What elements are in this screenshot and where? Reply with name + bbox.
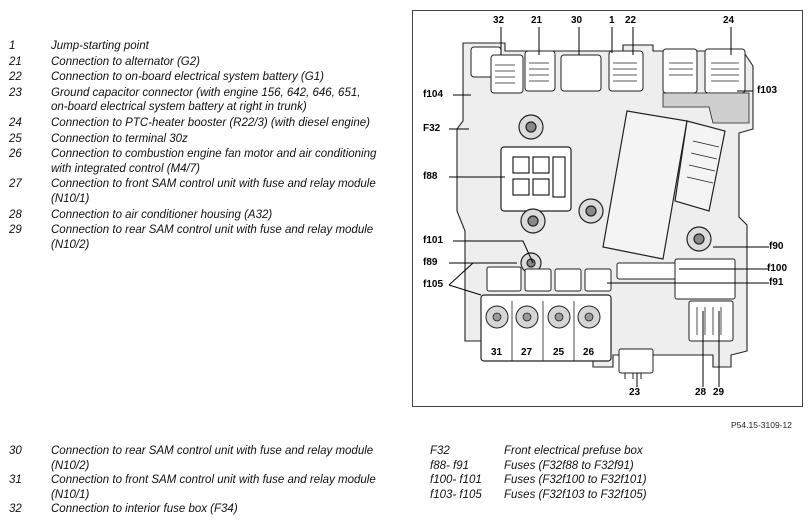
legend-row: 1 Jump-starting point	[9, 39, 379, 54]
terminal-27-label: 27	[521, 347, 533, 358]
legend-row: f103- f105 Fuses (F32f103 to F32f105)	[430, 488, 760, 503]
callout-f91: f91	[769, 277, 784, 288]
legend-text: Connection to front SAM control unit wit…	[51, 474, 376, 501]
callout-1: 1	[609, 15, 615, 26]
callout-f90: f90	[769, 241, 784, 252]
legend-text: Connection to interior fuse box (F34)	[51, 503, 238, 516]
callout-f105: f105	[423, 279, 444, 290]
legend-text: Fuses (F32f88 to F32f91)	[504, 459, 634, 472]
legend-row: 23 Ground capacitor connector (with engin…	[9, 86, 379, 115]
legend-row: 27 Connection to front SAM control unit w…	[9, 177, 379, 206]
figure-code: P54.15-3109-12	[731, 420, 792, 430]
legend-number: 30	[9, 445, 22, 457]
callout-f89: f89	[423, 257, 438, 268]
callout-29: 29	[713, 387, 725, 398]
legend-text: Front electrical prefuse box	[504, 445, 643, 457]
callout-f103: f103	[757, 85, 778, 96]
legend-row: 21 Connection to alternator (G2)	[9, 55, 379, 70]
callout-F32: F32	[423, 123, 441, 134]
legend-code: f100- f101	[430, 474, 482, 487]
legend-text: Connection to on-board electrical system…	[51, 71, 324, 84]
terminal-26-label: 26	[583, 347, 595, 358]
legend-text: Connection to front SAM control unit wit…	[51, 178, 376, 205]
callout-32: 32	[493, 15, 505, 26]
legend-number: 21	[9, 55, 22, 68]
legend-bottom: 30 Connection to rear SAM control unit wi…	[9, 444, 379, 517]
legend-text: Connection to terminal 30z	[51, 132, 188, 145]
legend-text: Connection to rear SAM control unit with…	[51, 445, 374, 472]
callout-30: 30	[571, 15, 583, 26]
legend-text: Fuses (F32f100 to F32f101)	[504, 474, 647, 487]
legend-top: 1 Jump-starting point 21 Connection to alt…	[9, 39, 379, 253]
legend-row: 26 Connection to combustion engine fan mo…	[9, 147, 379, 176]
legend-row: 30 Connection to rear SAM control unit wi…	[9, 444, 379, 473]
legend-number: 23	[9, 86, 22, 99]
legend-number: 28	[9, 208, 22, 221]
callout-28: 28	[695, 387, 707, 398]
legend-text: Connection to rear SAM control unit with…	[51, 224, 374, 251]
legend-number: 31	[9, 474, 22, 487]
callout-21: 21	[531, 15, 543, 26]
legend-text: Connection to combustion engine fan moto…	[51, 148, 377, 175]
legend-code: F32	[430, 445, 450, 457]
legend-text: Connection to PTC-heater booster (R22/3)…	[51, 116, 370, 129]
callout-23: 23	[629, 387, 641, 398]
legend-code: f103- f105	[430, 488, 482, 501]
legend-row: 31 Connection to front SAM control unit w…	[9, 473, 379, 502]
callout-22: 22	[625, 15, 637, 26]
callout-24: 24	[723, 15, 735, 26]
legend-number: 1	[9, 40, 16, 52]
legend-row: f100- f101 Fuses (F32f100 to F32f101)	[430, 473, 760, 488]
legend-text: Connection to air conditioner housing (A…	[51, 208, 273, 221]
legend-number: 27	[9, 178, 22, 191]
legend-code: f88- f91	[430, 459, 469, 472]
legend-number: 29	[9, 224, 22, 237]
fuse-box-diagram: 32 21 30 1 22 24 f104 f103 F32 f88 f101 …	[412, 10, 803, 407]
legend-number: 22	[9, 71, 22, 84]
callout-f104: f104	[423, 89, 444, 100]
callout-f101: f101	[423, 235, 444, 246]
legend-number: 26	[9, 148, 22, 161]
legend-number: 32	[9, 503, 22, 516]
fuse-box-drawing	[448, 27, 769, 387]
terminal-25-label: 25	[553, 347, 565, 358]
legend-row: 24 Connection to PTC-heater booster (R22/…	[9, 116, 379, 131]
callout-f88: f88	[423, 171, 438, 182]
legend-row: f88- f91 Fuses (F32f88 to F32f91)	[430, 459, 760, 474]
legend-text: Connection to alternator (G2)	[51, 55, 200, 68]
legend-text: Ground capacitor connector (with engine …	[51, 86, 361, 114]
callout-f100: f100	[767, 263, 788, 274]
legend-text: Fuses (F32f103 to F32f105)	[504, 488, 647, 501]
legend-number: 24	[9, 116, 22, 129]
legend-text: Jump-starting point	[51, 40, 149, 52]
legend-row: F32 Front electrical prefuse box	[430, 444, 760, 459]
legend-row: 25 Connection to terminal 30z	[9, 132, 379, 147]
legend-row: 29 Connection to rear SAM control unit wi…	[9, 223, 379, 252]
legend-number: 25	[9, 132, 22, 145]
legend-row: 28 Connection to air conditioner housing …	[9, 208, 379, 223]
legend-fuses: F32 Front electrical prefuse box f88- f91…	[430, 444, 760, 502]
legend-row: 22 Connection to on-board electrical syst…	[9, 70, 379, 85]
legend-row: 32 Connection to interior fuse box (F34)	[9, 502, 379, 517]
terminal-31-label: 31	[491, 347, 503, 358]
